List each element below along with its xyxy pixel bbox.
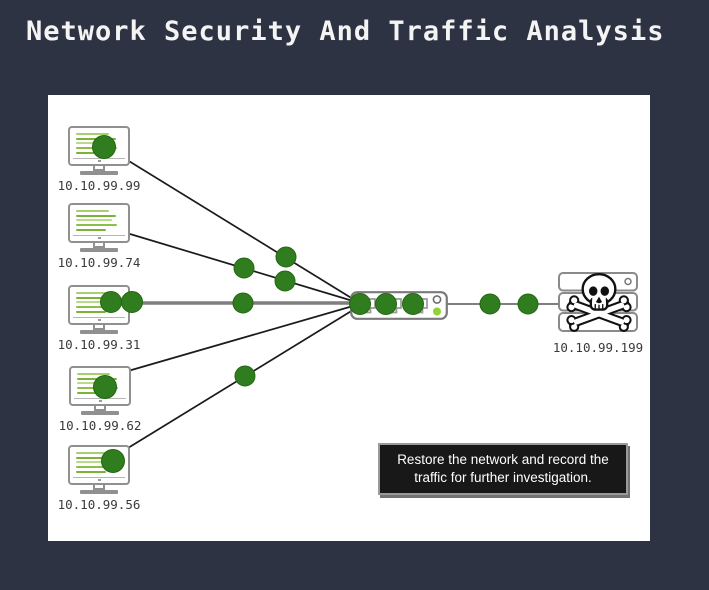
monitor-icon [68, 285, 130, 325]
connection-line [129, 233, 354, 302]
switch-icon [350, 291, 448, 320]
host-ip-label: 10.10.99.74 [57, 255, 141, 270]
host-ip-label: 10.10.99.99 [57, 178, 141, 193]
monitor-icon [68, 445, 130, 485]
attacker-ip-label: 10.10.99.199 [552, 340, 644, 355]
connection-line [127, 305, 354, 372]
monitor-icon [68, 203, 130, 243]
screen-content [76, 133, 122, 155]
page-title: Network Security And Traffic Analysis [26, 16, 665, 47]
screen-content [76, 452, 122, 474]
attacker-server-node[interactable]: 10.10.99.199 [553, 272, 643, 355]
workstation-node-2[interactable]: 10.10.99.74 [58, 203, 140, 270]
instruction-message: Restore the network and record the traff… [378, 443, 628, 495]
monitor-stand [93, 485, 105, 490]
monitor-icon [69, 366, 131, 406]
network-diagram-panel: 10.10.99.99 10.10.99.74 10.10.99.31 [48, 95, 650, 541]
connection-line [123, 157, 354, 300]
host-ip-label: 10.10.99.62 [58, 418, 142, 433]
monitor-stand [93, 243, 105, 248]
skull-crossbones-icon [565, 266, 633, 334]
monitor-stand [93, 325, 105, 330]
skull [581, 272, 617, 311]
switch-led-off [432, 295, 442, 304]
connection-line [127, 309, 354, 449]
workstation-node-5[interactable]: 10.10.99.56 [58, 445, 140, 512]
monitor-icon [68, 126, 130, 166]
workstation-node-1[interactable]: 10.10.99.99 [58, 126, 140, 193]
monitor-stand [93, 166, 105, 171]
host-ip-label: 10.10.99.56 [57, 497, 141, 512]
screen-content [76, 292, 122, 314]
screen-content [76, 210, 122, 232]
monitor-stand [94, 406, 106, 411]
screen-content [77, 373, 123, 395]
workstation-node-4[interactable]: 10.10.99.62 [59, 366, 141, 433]
workstation-node-3[interactable]: 10.10.99.31 [58, 285, 140, 352]
switch-node[interactable] [350, 291, 448, 320]
crossbones [566, 295, 632, 332]
server-led-off [624, 277, 632, 286]
host-ip-label: 10.10.99.31 [57, 337, 141, 352]
switch-led-on [433, 307, 441, 316]
